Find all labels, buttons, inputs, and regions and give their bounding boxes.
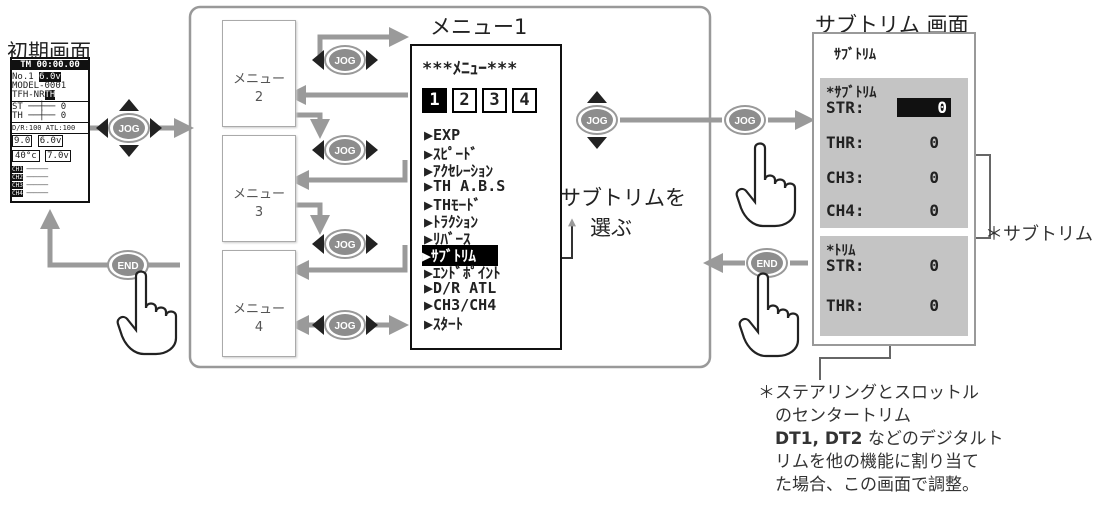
subtrim-str-value[interactable]: 0 [897,98,951,117]
select-note-line1: サブトリムを [560,182,686,212]
subtrim-thr-value[interactable]: 0 [929,133,939,152]
subtrim-ch3-label: CH3: [826,168,865,187]
bottom-note-line1: ＊ステアリングとスロットル [758,382,979,404]
right-arrow-icon [366,140,378,160]
menu2-number: 2 [255,90,263,105]
up-arrow-icon [587,91,607,103]
bottom-note-line2: のセンタートリム [775,405,911,427]
lcd-th-label: TH [12,111,23,121]
subtrim-group: *ｻﾌﾞﾄﾘﾑ STR:0 THR:0 CH3:0 CH4:0 [820,78,968,228]
title-menu1: メニュー1 [430,11,527,41]
menu1-tab-1[interactable]: 1 [422,88,447,113]
bottom-note-line3: などのデジタルト [862,429,1003,449]
trim-str-row[interactable]: STR: 0 [826,256,951,275]
subtrim-ch4-value[interactable]: 0 [929,201,939,220]
jog-button-select[interactable]: JOG [562,85,632,155]
subtrim-thr-row[interactable]: THR: 0 [826,133,951,152]
lcd-timer: TM 00:00.00 [12,60,88,70]
trim-str-value[interactable]: 0 [929,256,939,275]
left-arrow-icon [96,118,108,138]
menu3-box[interactable]: メニュー 3 [222,135,296,242]
initial-lcd: TM 00:00.00 No.1 6.0v MODEL-0001 TFH-NRT… [10,57,90,203]
button-label: JOG [118,124,139,135]
trim-thr-label: THR: [826,296,865,315]
lcd-ch1: CH1 [12,166,23,173]
menu3-number: 3 [255,205,263,220]
left-arrow-icon [312,315,324,335]
lcd-ch4: CH4 [12,190,23,197]
button-label: END [756,259,777,270]
lcd-tfh: TFH-NR [12,90,45,100]
lcd-value-3: 7.0v [45,150,71,162]
button-label: JOG [334,56,355,67]
jog-button-initial[interactable]: JOG [94,93,164,163]
menu4-number: 4 [255,320,263,335]
subtrim-lcd: ｻﾌﾞﾄﾘﾑ *ｻﾌﾞﾄﾘﾑ STR:0 THR:0 CH3:0 CH4:0 *… [812,32,976,346]
trim-thr-row[interactable]: THR: 0 [826,296,951,315]
left-arrow-icon [312,50,324,70]
subtrim-str-row[interactable]: STR: 0 [826,98,951,117]
down-arrow-icon [587,137,607,149]
bottom-note-line4: リムを他の機能に割り当て [775,451,979,473]
bottom-note-dt-keys: DT1, DT2 [775,429,862,449]
lcd-dr-atl: D/R:100 ATL:100 [12,122,88,134]
jog-button-menu4[interactable]: JOG [310,209,380,279]
hand-pointer-icon [738,270,808,360]
jog-button-menu3[interactable]: JOG [310,115,380,185]
down-arrow-icon [119,145,139,157]
lcd-tfh-badge: TH [45,90,56,100]
lcd-value-1: 9.0 [12,135,32,147]
right-arrow-icon [150,118,162,138]
select-note-line2: 選ぶ [590,212,632,242]
button-label: JOG [734,116,755,127]
menu4-box[interactable]: メニュー 4 [222,250,296,357]
menu1-lcd: ***ﾒﾆｭｰ*** 1 2 3 4 ▶EXP ▶ｽﾋﾟｰﾄﾞ ▶ｱｸｾﾚｰｼｮ… [410,44,562,350]
button-label: JOG [334,240,355,251]
subtrim-str-label: STR: [826,98,865,117]
menu2-label: メニュー [233,72,285,87]
menu1-tab-2[interactable]: 2 [452,88,477,113]
menu1-item-exp[interactable]: ▶EXP [424,126,460,144]
menu1-item-th-abs[interactable]: ▶TH A.B.S [424,177,505,195]
trim-group: *ﾄﾘﾑ STR:0 THR:0 [820,236,968,336]
subtrim-thr-label: THR: [826,133,865,152]
jog-button-menu2[interactable]: JOG [310,25,380,95]
hand-pointer-icon [735,140,805,230]
bottom-note-line5: た場合、この画面で調整。 [775,474,979,496]
lcd-th-value: 0 [61,111,66,121]
jog-button-menu1[interactable]: JOG [310,290,380,360]
lcd-ch3: CH3 [12,182,23,189]
lcd-value-2: 6.0v [38,135,64,147]
subtrim-ch3-row[interactable]: CH3: 0 [826,168,951,187]
left-arrow-icon [312,234,324,254]
button-label: JOG [586,116,607,127]
menu2-box[interactable]: メニュー 2 [222,20,296,127]
lcd-ch2: CH2 [12,174,23,181]
up-arrow-icon [119,99,139,111]
right-arrow-icon [366,234,378,254]
subtrim-ch4-row[interactable]: CH4: 0 [826,201,951,220]
menu1-header: ***ﾒﾆｭｰ*** [422,54,517,79]
lcd-temp: 40°c [12,150,40,162]
menu3-label: メニュー [233,187,285,202]
menu1-item-dr-atl[interactable]: ▶D/R ATL [424,279,496,297]
subtrim-ch3-value[interactable]: 0 [929,168,939,187]
subtrim-ch4-label: CH4: [826,201,865,220]
trim-thr-value[interactable]: 0 [929,296,939,315]
menu1-item-ch3-ch4[interactable]: ▶CH3/CH4 [424,296,496,314]
right-arrow-icon [366,50,378,70]
trim-str-label: STR: [826,256,865,275]
menu1-tab-4[interactable]: 4 [512,88,537,113]
subtrim-title: ｻﾌﾞﾄﾘﾑ [834,44,876,64]
side-note-subtrim: ＊サブトリム [985,224,1093,246]
menu4-label: メニュー [233,302,285,317]
menu1-item-start[interactable]: ▶ｽﾀｰﾄ [424,313,463,334]
menu1-tab-3[interactable]: 3 [482,88,507,113]
right-arrow-icon [366,315,378,335]
left-arrow-icon [312,140,324,160]
button-label: JOG [334,146,355,157]
button-label: JOG [334,321,355,332]
hand-pointer-icon [116,268,186,358]
